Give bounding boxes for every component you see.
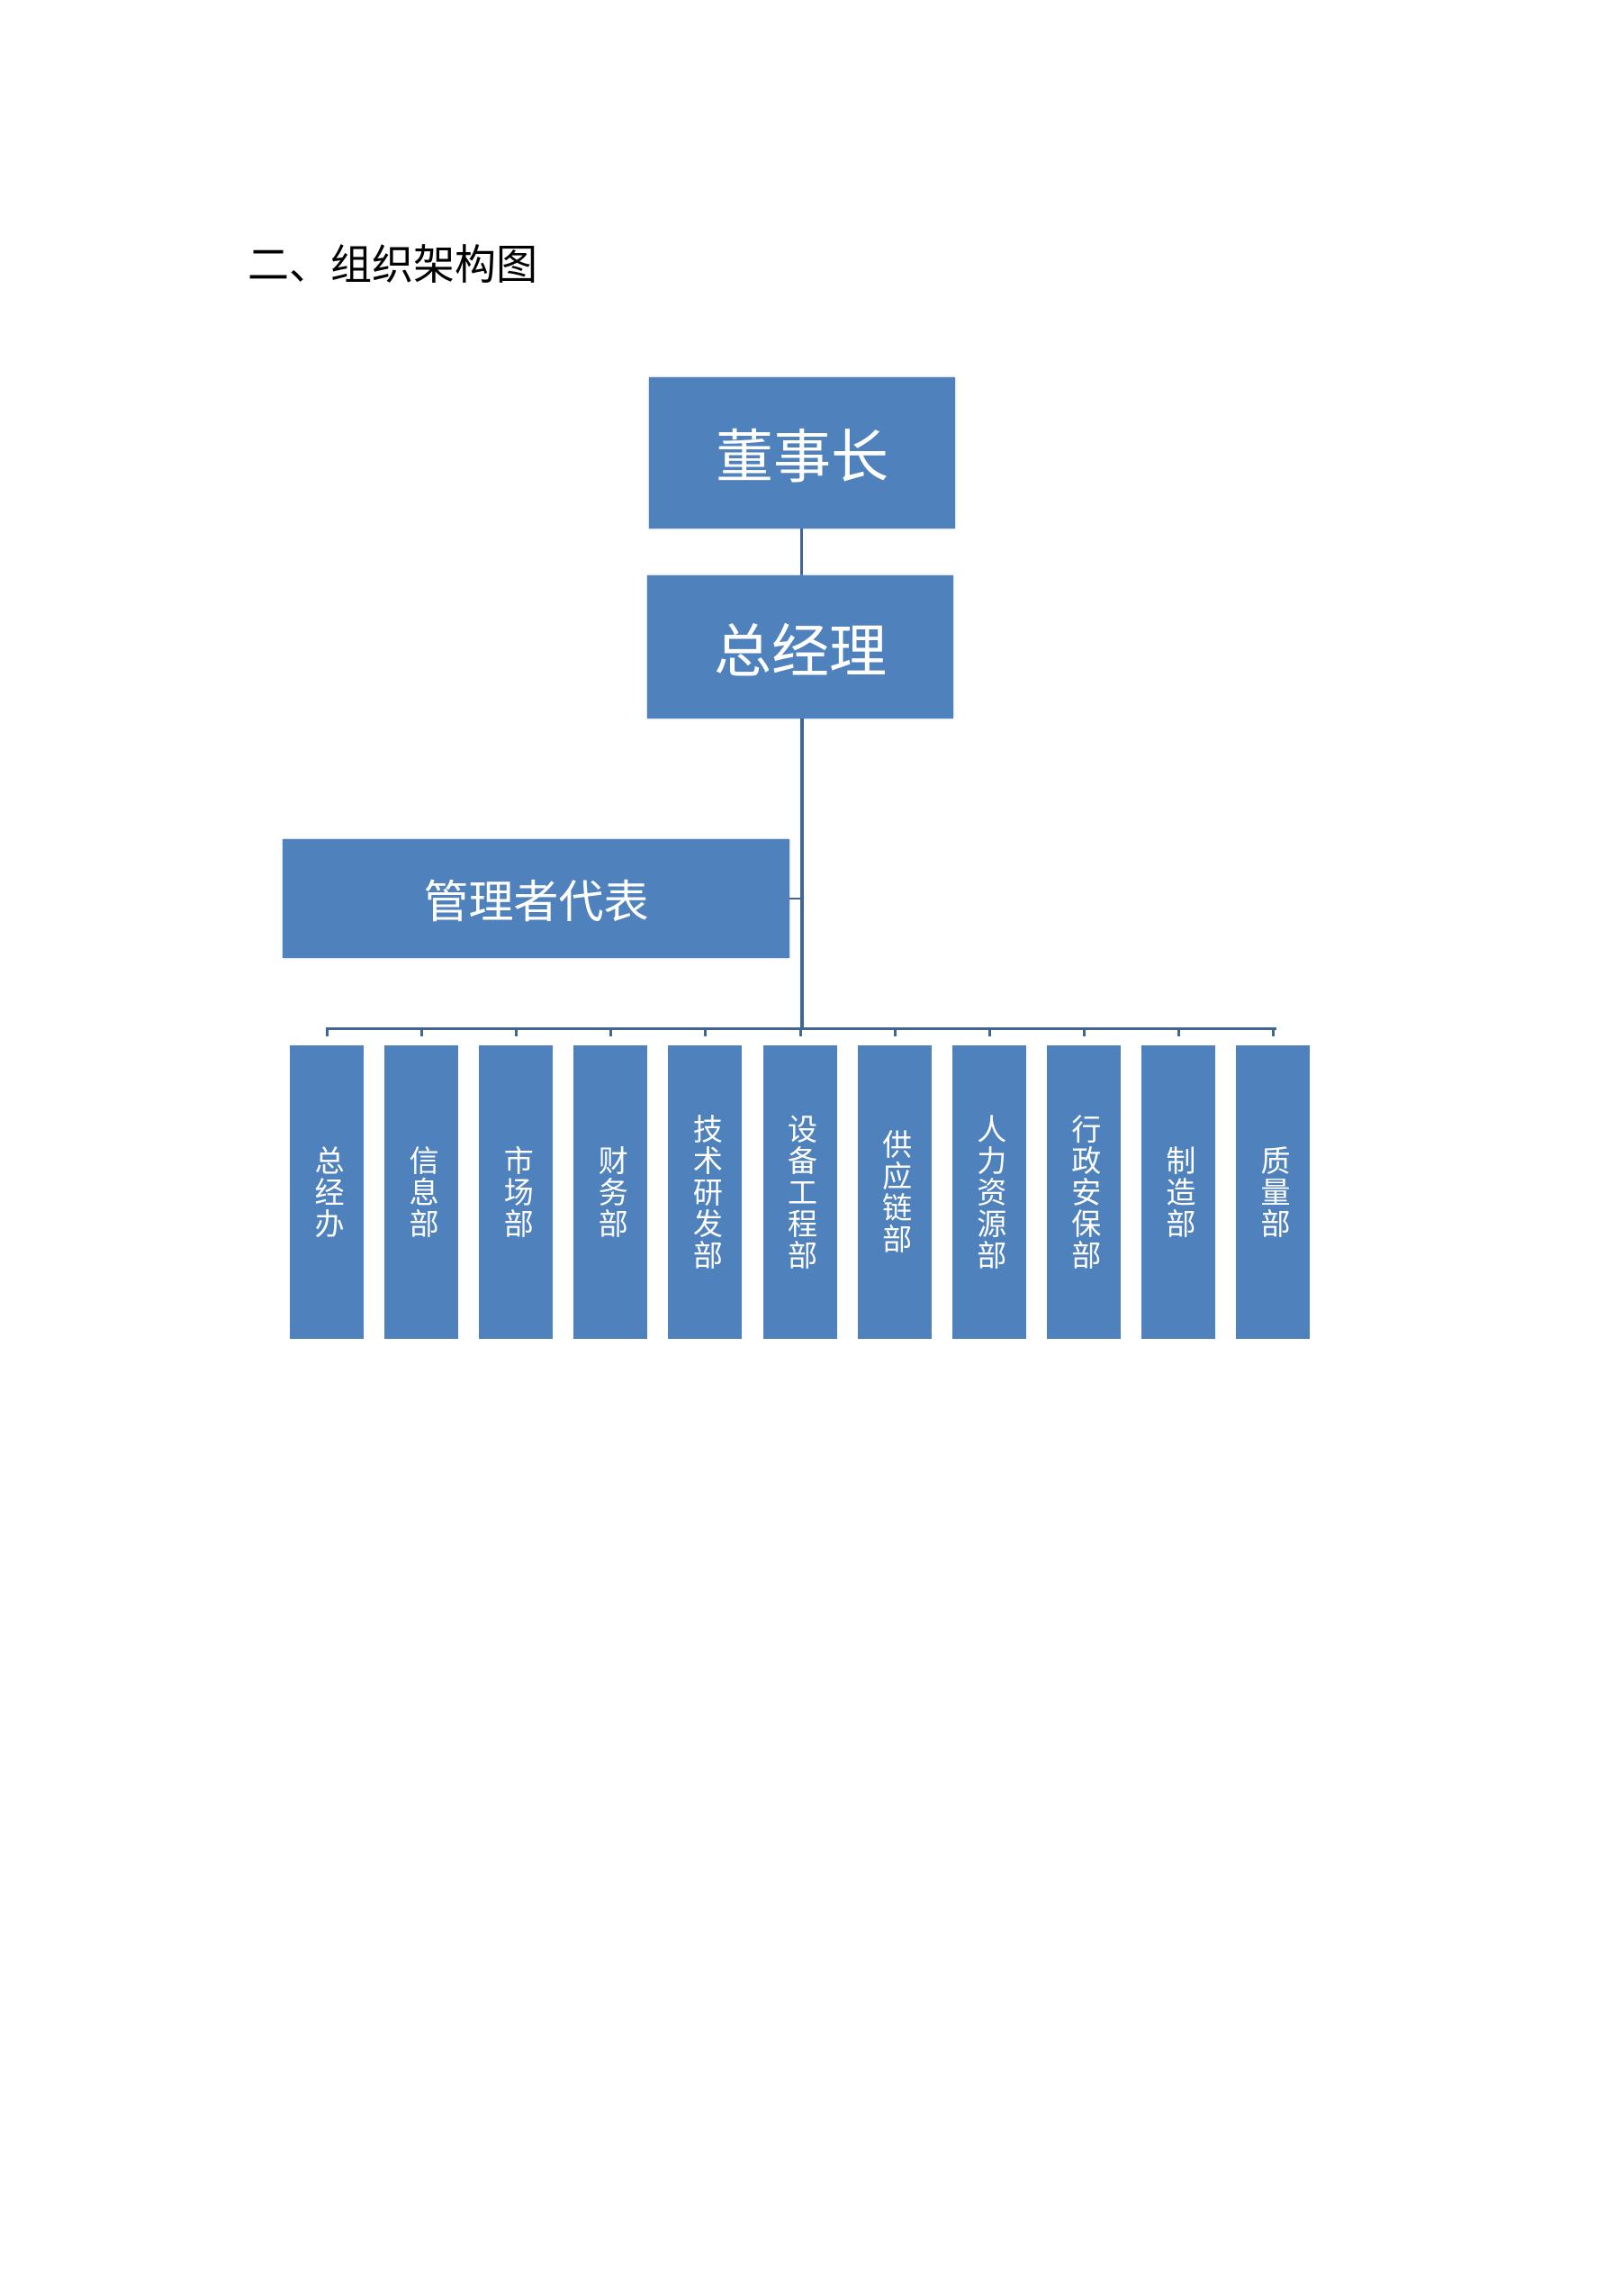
department-label: 人力资源部 [971, 1113, 1007, 1271]
connector-tick [515, 1029, 518, 1036]
department-label: 质量部 [1256, 1144, 1291, 1240]
connector-tick [1082, 1029, 1086, 1036]
department-label: 设备工程部 [782, 1113, 818, 1271]
connector-tick [798, 1029, 802, 1036]
department-label: 市场部 [499, 1144, 535, 1240]
management-representative-label: 管理者代表 [423, 876, 649, 928]
department-box: 人力资源部 [951, 1045, 1026, 1339]
general-manager-label: 总经理 [714, 619, 887, 686]
connector-tick [1272, 1029, 1275, 1036]
department-box: 财务部 [573, 1045, 648, 1339]
connector-tick [987, 1029, 991, 1036]
connector-tick [704, 1029, 708, 1036]
chairman-label: 董事长 [716, 425, 888, 492]
connector-tick [326, 1029, 329, 1036]
connector-departments-bar [326, 1027, 1276, 1030]
department-label: 供应链部 [877, 1129, 913, 1255]
department-box: 制造部 [1141, 1045, 1215, 1339]
department-box: 设备工程部 [762, 1045, 837, 1339]
chairman-box: 董事长 [649, 377, 955, 529]
department-box: 总经办 [290, 1045, 364, 1339]
department-label: 信息部 [404, 1144, 440, 1240]
connector-gm-trunk [800, 719, 804, 1030]
connector-tick [1177, 1029, 1180, 1036]
department-label: 制造部 [1160, 1144, 1196, 1240]
general-manager-box: 总经理 [647, 575, 953, 719]
department-box: 技术研发部 [668, 1045, 743, 1339]
connector-chairman-gm [800, 529, 803, 575]
connector-tick [609, 1029, 613, 1036]
department-label: 财务部 [593, 1144, 629, 1240]
connector-rep [789, 898, 800, 899]
department-box: 质量部 [1236, 1045, 1310, 1339]
department-box: 信息部 [384, 1045, 459, 1339]
department-box: 供应链部 [857, 1045, 932, 1339]
department-label: 行政安保部 [1066, 1113, 1102, 1271]
connector-tick [893, 1029, 897, 1036]
section-heading: 二、组织架构图 [248, 240, 537, 289]
connector-tick [420, 1029, 424, 1036]
department-box: 行政安保部 [1046, 1045, 1121, 1339]
department-label: 技术研发部 [688, 1113, 724, 1271]
management-representative-box: 管理者代表 [283, 839, 789, 958]
department-box: 市场部 [479, 1045, 554, 1339]
department-label: 总经办 [310, 1144, 345, 1240]
